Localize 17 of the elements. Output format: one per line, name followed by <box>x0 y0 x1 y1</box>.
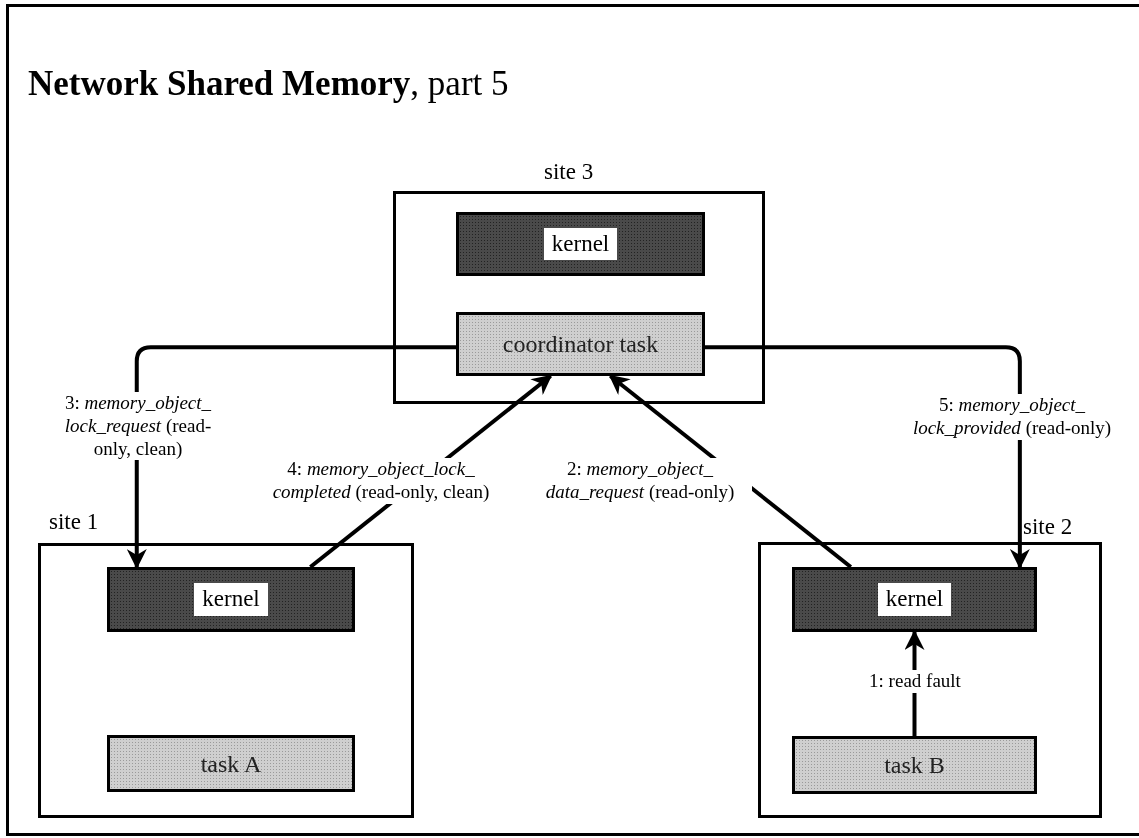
slide-title: Network Shared Memory, part 5 <box>28 63 509 105</box>
site-heading: site 1 <box>49 510 99 533</box>
kernel-label: kernel <box>194 583 268 616</box>
task-label: coordinator task <box>502 330 659 359</box>
task-box <box>107 735 355 792</box>
task-label: task B <box>884 751 945 780</box>
task-box <box>456 312 705 376</box>
site-heading: site 3 <box>544 160 594 183</box>
kernel-box <box>456 212 705 276</box>
kernel-label: kernel <box>543 227 618 261</box>
task-box <box>792 736 1037 794</box>
site-heading: site 2 <box>1023 515 1073 538</box>
kernel-box <box>107 567 355 632</box>
kernel-box <box>792 567 1037 632</box>
task-label: task A <box>200 749 262 779</box>
arrow <box>705 345 1030 569</box>
kernel-label: kernel <box>877 583 952 616</box>
